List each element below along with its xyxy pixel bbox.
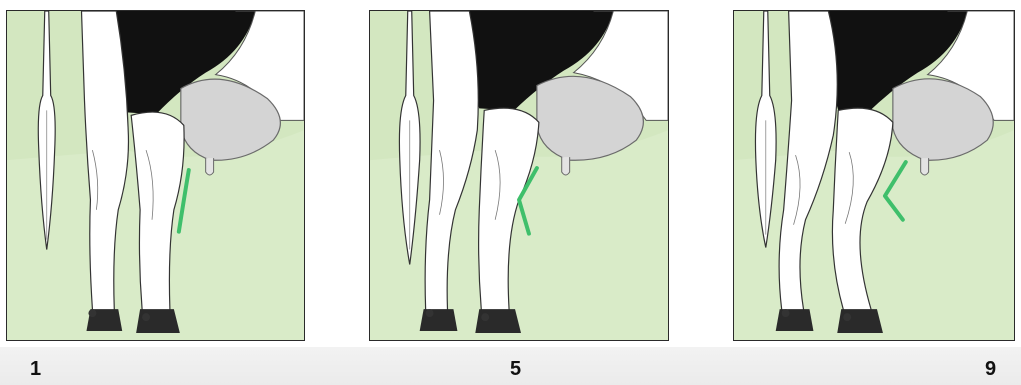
- panel-score-9: [733, 10, 1015, 341]
- cow-hind-leg-illustration: [7, 11, 304, 340]
- score-label-1: 1: [30, 359, 41, 379]
- panel-score-5: [369, 10, 669, 341]
- panel-score-1: [6, 10, 305, 341]
- cow-hind-leg-illustration: [734, 11, 1014, 340]
- score-label-5: 5: [510, 359, 521, 379]
- score-label-9: 9: [985, 359, 996, 379]
- cow-hind-leg-illustration: [370, 11, 668, 340]
